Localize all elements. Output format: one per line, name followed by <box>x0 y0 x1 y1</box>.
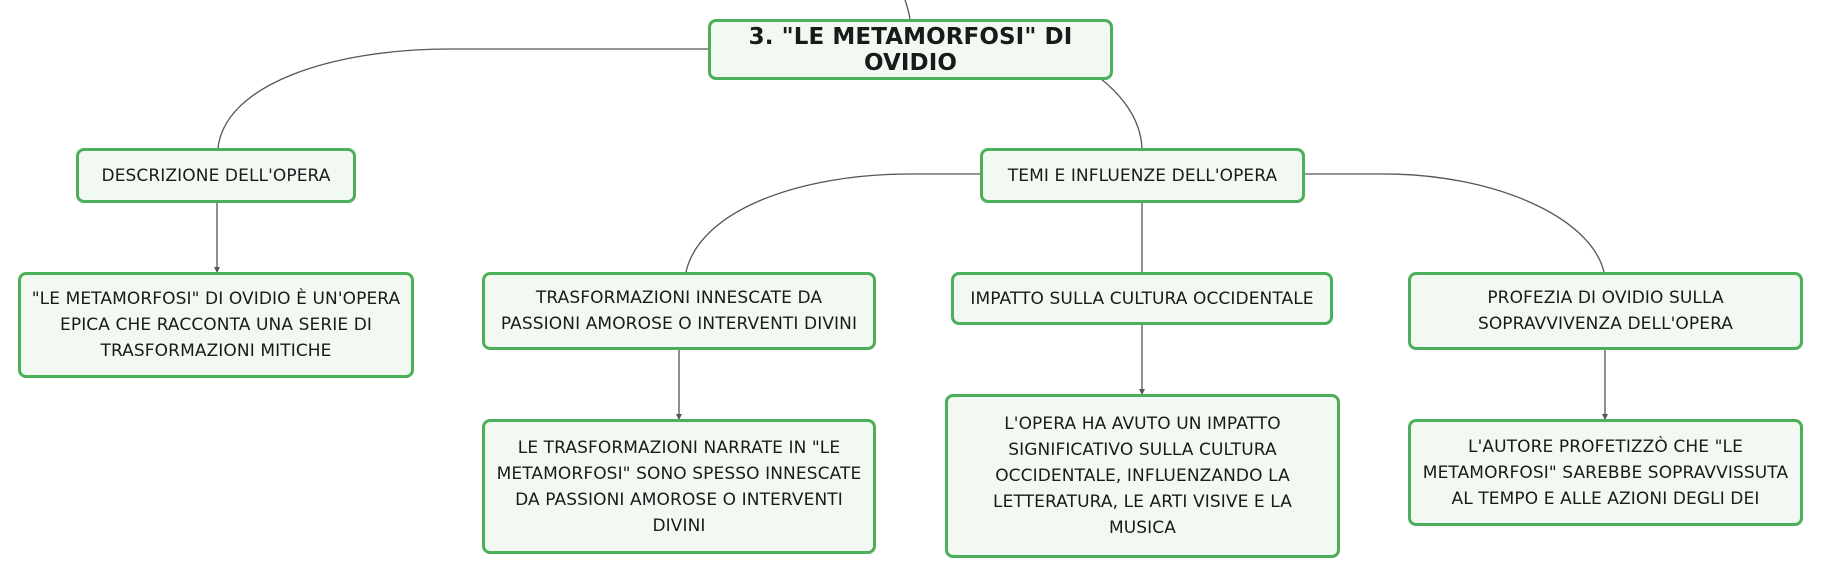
impact-detail-node[interactable]: L'OPERA HA AVUTO UN IMPATTO SIGNIFICATIV… <box>945 394 1340 558</box>
transformations-detail-node[interactable]: LE TRASFORMAZIONI NARRATE IN "LE METAMOR… <box>482 419 876 554</box>
transformations-node[interactable]: TRASFORMAZIONI INNESCATE DA PASSIONI AMO… <box>482 272 876 350</box>
connector-root-themes <box>1099 77 1143 149</box>
transformations-node-label: TRASFORMAZIONI INNESCATE DA PASSIONI AMO… <box>500 288 858 334</box>
description-node-label: DESCRIZIONE DELL'OPERA <box>101 165 331 186</box>
themes-node-label: TEMI E INFLUENZE DELL'OPERA <box>1007 165 1278 186</box>
prophecy-detail-text: L'AUTORE PROFETIZZÒ CHE "LE METAMORFOSI"… <box>1422 436 1789 509</box>
connector-themes-prophecy <box>1303 173 1605 273</box>
themes-node[interactable]: TEMI E INFLUENZE DELL'OPERA <box>980 148 1305 203</box>
prophecy-node-label: PROFEZIA DI OVIDIO SULLA SOPRAVVIVENZA D… <box>1477 288 1734 334</box>
description-node[interactable]: DESCRIZIONE DELL'OPERA <box>76 148 356 203</box>
connector-themes-transformations <box>685 173 982 273</box>
root-node-label: 3. "LE METAMORFOSI" DI OVIDIO <box>748 23 1073 76</box>
impact-node-label: IMPATTO SULLA CULTURA OCCIDENTALE <box>970 288 1314 309</box>
prophecy-node[interactable]: PROFEZIA DI OVIDIO SULLA SOPRAVVIVENZA D… <box>1408 272 1803 350</box>
description-detail-node[interactable]: "LE METAMORFOSI" DI OVIDIO È UN'OPERA EP… <box>18 272 414 378</box>
description-detail-text: "LE METAMORFOSI" DI OVIDIO È UN'OPERA EP… <box>31 289 401 361</box>
connector-incoming-root <box>904 0 911 20</box>
transformations-detail-text: LE TRASFORMAZIONI NARRATE IN "LE METAMOR… <box>496 437 862 536</box>
impact-detail-text: L'OPERA HA AVUTO UN IMPATTO SIGNIFICATIV… <box>993 414 1292 538</box>
prophecy-detail-node[interactable]: L'AUTORE PROFETIZZÒ CHE "LE METAMORFOSI"… <box>1408 419 1803 526</box>
root-node[interactable]: 3. "LE METAMORFOSI" DI OVIDIO <box>708 19 1113 80</box>
impact-node[interactable]: IMPATTO SULLA CULTURA OCCIDENTALE <box>951 272 1333 325</box>
connector-root-description <box>217 48 710 149</box>
